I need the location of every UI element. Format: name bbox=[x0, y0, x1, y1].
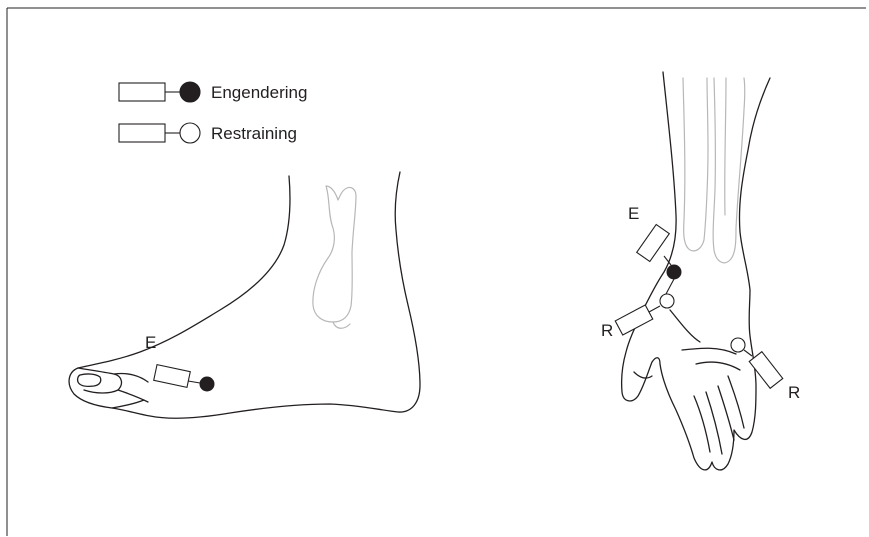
hand-engendering-dot bbox=[667, 265, 682, 280]
hand-restraining-dot-right bbox=[731, 338, 745, 352]
foot-toenail bbox=[78, 374, 101, 386]
hand-right-lead bbox=[744, 350, 752, 356]
hand-restraining-dot-left bbox=[660, 294, 674, 308]
hand-illustration: E R R bbox=[601, 72, 800, 470]
hand-left-lead-curve bbox=[666, 279, 674, 294]
hand-left-lead bbox=[649, 306, 660, 312]
filled-electrode-icon bbox=[119, 82, 200, 102]
hand-top-label: E bbox=[628, 204, 639, 223]
foot-heel-bone-tip bbox=[333, 322, 350, 328]
hand-finger-lines bbox=[694, 376, 744, 454]
foot-big-toe bbox=[78, 368, 121, 393]
foot-engendering-electrode bbox=[154, 365, 191, 388]
foot-illustration: E bbox=[69, 172, 420, 418]
open-electrode-icon bbox=[119, 123, 200, 143]
foot-engendering-dot bbox=[200, 377, 215, 392]
foot-sole-line bbox=[112, 400, 144, 408]
foot-marker-label: E bbox=[145, 333, 156, 352]
hand-left-label: R bbox=[601, 321, 613, 340]
forearm-bones bbox=[683, 78, 745, 263]
hand-right-label: R bbox=[788, 383, 800, 402]
forearm-bone-inner bbox=[725, 78, 726, 215]
hand-outline bbox=[622, 72, 770, 470]
hand-palm-creases bbox=[670, 310, 740, 370]
legend: Engendering Restraining bbox=[119, 82, 307, 143]
foot-electrode-lead bbox=[188, 381, 200, 383]
legend-label-restraining: Restraining bbox=[211, 124, 297, 143]
legend-item-restraining: Restraining bbox=[119, 123, 297, 143]
foot-ankle-bone bbox=[313, 186, 356, 322]
legend-label-engendering: Engendering bbox=[211, 83, 307, 102]
legend-item-engendering: Engendering bbox=[119, 82, 307, 102]
hand-thumb-crease bbox=[634, 372, 652, 378]
